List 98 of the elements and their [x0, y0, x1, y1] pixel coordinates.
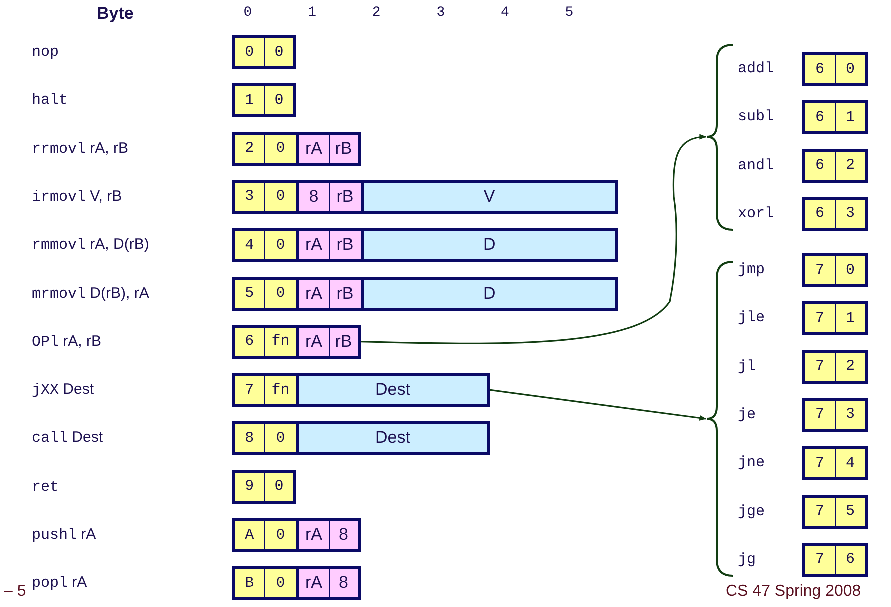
function-name: andl [738, 158, 774, 174]
opcode-field: 1 [232, 83, 264, 118]
opcode-field: 7 [802, 494, 835, 528]
opcode-field: 6 [802, 100, 835, 134]
byte-number: 2 [372, 6, 381, 20]
function-name: jne [738, 456, 766, 471]
opcode-field: 0 [232, 35, 264, 69]
opcode-field: 0 [264, 518, 296, 552]
opcode-field: 3 [232, 180, 264, 214]
register-field: rA [296, 228, 329, 262]
instruction-name: OPl rA, rB [32, 334, 102, 350]
opcode-field: 6 [802, 196, 835, 231]
function-name: je [738, 407, 756, 422]
opcode-field: fn [264, 324, 296, 359]
opcode-field: 0 [264, 132, 296, 166]
instruction-name: mrmovl D(rB), rA [32, 286, 150, 302]
register-field: rB [328, 324, 361, 359]
footer-text: CS 47 Spring 2008 [726, 584, 862, 600]
instruction-name: halt [32, 92, 68, 108]
opcode-field: 6 [232, 324, 264, 359]
opcode-field: 1 [835, 301, 868, 336]
function-name: jle [738, 310, 766, 326]
register-field: rA [296, 132, 329, 166]
byte-number: 3 [436, 6, 446, 20]
register-field: rA [296, 518, 329, 552]
opcode-field: 6 [835, 542, 868, 577]
opcode-field: 3 [835, 196, 868, 231]
opcode-field: 8 [232, 421, 264, 456]
arrow [360, 134, 707, 344]
function-name: jg [738, 552, 756, 568]
function-name: jmp [738, 262, 766, 278]
opcode-field: 0 [835, 253, 868, 287]
register-field: 8 [296, 180, 329, 214]
instruction-name: call Dest [32, 430, 104, 446]
opcode-field: 0 [264, 180, 296, 214]
opcode-field: 7 [802, 542, 835, 577]
opcode-field: 0 [264, 421, 296, 456]
opcode-field: 0 [264, 228, 296, 262]
function-name: xorl [738, 206, 774, 222]
opcode-field: 6 [802, 148, 835, 183]
opcode-field: 7 [802, 446, 835, 480]
opcode-field: 4 [835, 446, 868, 480]
function-name: subl [738, 110, 774, 125]
constant-field: V [360, 180, 618, 214]
page-number: – 5 [4, 584, 26, 600]
opcode-field: 7 [802, 301, 835, 336]
constant-field: D [360, 228, 618, 262]
opcode-field: 1 [835, 100, 868, 134]
constant-field: Dest [296, 421, 490, 456]
opcode-field: 0 [264, 83, 296, 118]
opcode-field: 0 [835, 52, 868, 86]
opcode-field: 4 [232, 228, 264, 262]
byte-number: 0 [244, 6, 252, 20]
arrow [490, 389, 707, 421]
function-name: jge [738, 504, 766, 519]
opcode-field: 0 [264, 470, 296, 504]
opcode-field: 0 [264, 566, 296, 600]
byte-number: 4 [500, 6, 510, 20]
instruction-name: pushl rA [32, 527, 96, 543]
register-field: rB [328, 276, 361, 310]
opcode-field: 7 [802, 398, 835, 432]
instruction-name: jXX Dest [32, 382, 94, 398]
opcode-field: 5 [835, 494, 868, 528]
instruction-name: ret [32, 478, 60, 495]
opcode-field: 9 [232, 470, 264, 504]
opcode-field: 7 [802, 253, 835, 287]
instruction-name: irmovl V, rB [32, 188, 122, 205]
opcode-field: 5 [232, 276, 264, 310]
register-field: rA [296, 566, 329, 600]
opcode-field: A [232, 518, 264, 552]
opcode-field: 2 [835, 350, 868, 384]
instruction-name: popl rA [32, 575, 88, 592]
register-field: rB [328, 132, 361, 166]
opcode-field: 0 [264, 35, 296, 69]
opcode-field: 7 [802, 350, 835, 384]
instruction-name: rmmovl rA, D(rB) [32, 237, 150, 254]
opcode-field: 7 [232, 373, 264, 408]
byte-number: 5 [565, 6, 574, 20]
heading: Byte [97, 5, 134, 22]
opcode-field: 6 [802, 52, 835, 86]
opcode-field: 3 [835, 398, 868, 432]
opcode-field: 2 [232, 132, 264, 166]
opcode-field: 2 [835, 148, 868, 183]
register-field: rB [328, 228, 361, 262]
register-field: rB [328, 180, 361, 214]
function-name: addl [738, 62, 774, 76]
register-field: rA [296, 276, 329, 310]
instruction-name: rrmovl rA, rB [32, 140, 129, 157]
opcode-field: 0 [264, 276, 296, 310]
byte-number: 1 [308, 6, 316, 20]
constant-field: D [360, 276, 618, 310]
register-field: rA [296, 324, 329, 359]
register-field: 8 [328, 518, 361, 552]
opcode-field: B [232, 566, 264, 600]
instruction-name: nop [32, 44, 60, 60]
opcode-field: fn [264, 373, 296, 408]
constant-field: Dest [296, 373, 490, 408]
register-field: 8 [328, 566, 361, 600]
